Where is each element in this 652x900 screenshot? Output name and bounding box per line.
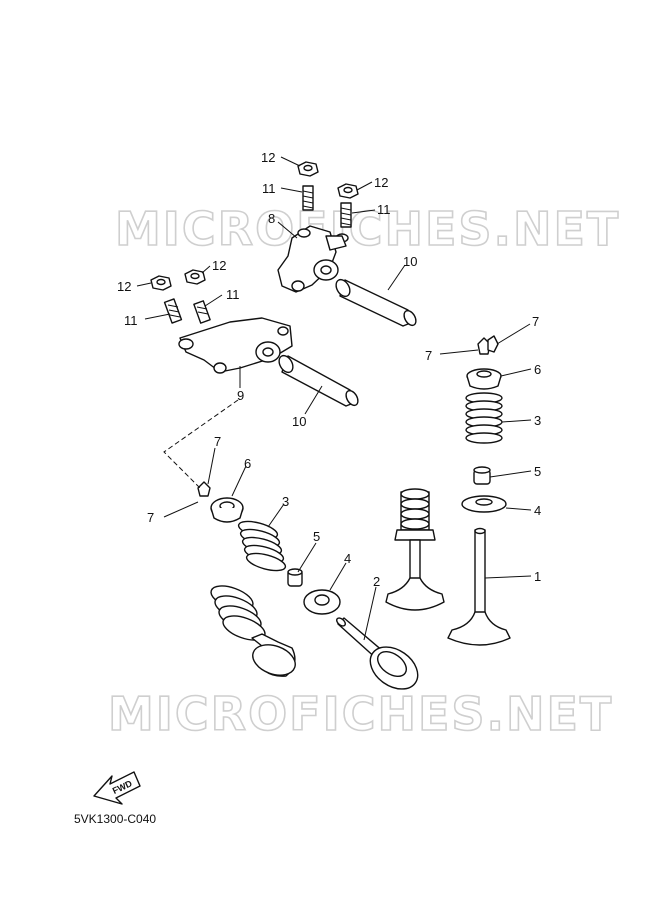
- callout-labels: 12 11 12 11 8 10 12 12 11 11 9 10 7 7 6 …: [117, 150, 541, 589]
- spring-seat-left: [303, 589, 341, 615]
- adjusting-screw-lower-right: [193, 300, 211, 324]
- locknut-lower-right: [184, 269, 206, 285]
- callout-1: 1: [534, 569, 541, 584]
- spring-seat-right: [461, 495, 507, 513]
- valve-spring-right: [465, 392, 503, 444]
- valve-stem-seal-right: [473, 466, 491, 485]
- callout-4: 4: [344, 551, 351, 566]
- valve-cotter-left: [197, 481, 211, 497]
- callout-11: 11: [124, 313, 138, 328]
- callout-12: 12: [117, 279, 131, 294]
- callout-6: 6: [534, 362, 541, 377]
- callout-2: 2: [373, 574, 380, 589]
- valve-spring-retainer-right: [466, 368, 502, 390]
- fwd-arrow-icon: FWD: [93, 771, 141, 805]
- callout-7: 7: [147, 510, 154, 525]
- callout-7: 7: [532, 314, 539, 329]
- rocker-arm-upper: [277, 225, 349, 293]
- rocker-shaft-lower: [278, 354, 359, 407]
- callout-6: 6: [244, 456, 251, 471]
- callout-3: 3: [282, 494, 289, 509]
- valve-spring-left: [237, 520, 287, 572]
- callout-4: 4: [534, 503, 541, 518]
- rocker-arm-lower: [178, 317, 293, 374]
- callout-5: 5: [534, 464, 541, 479]
- valve-2-assembled: [385, 488, 445, 611]
- valve-assembled-left: [210, 585, 296, 677]
- adjusting-screw-upper-left: [302, 185, 314, 211]
- callout-5: 5: [313, 529, 320, 544]
- valve-2: [336, 617, 419, 690]
- valve-1: [447, 527, 511, 646]
- callout-11: 11: [377, 202, 391, 217]
- valve-cotter-right: [477, 335, 499, 355]
- rocker-shaft-upper: [335, 278, 417, 327]
- leader-lines: [136, 156, 532, 641]
- valve-stem-seal-left: [287, 568, 303, 587]
- locknut-upper-left: [297, 161, 319, 177]
- callout-11: 11: [262, 181, 276, 196]
- callout-12: 12: [212, 258, 226, 273]
- callout-10: 10: [403, 254, 417, 269]
- callout-12: 12: [374, 175, 388, 190]
- diagram-code: 5VK1300-C040: [74, 812, 157, 826]
- callout-12: 12: [261, 150, 275, 165]
- watermark-top: MICROFICHES.NET: [115, 202, 620, 256]
- callout-3: 3: [534, 413, 541, 428]
- adjusting-screw-lower-left: [163, 298, 183, 324]
- callout-7: 7: [214, 434, 221, 449]
- locknut-lower-left: [150, 275, 172, 291]
- callout-8: 8: [268, 211, 275, 226]
- watermark-bottom: MICROFICHES.NET: [108, 687, 613, 741]
- adjusting-screw-upper-right: [340, 202, 352, 228]
- callout-7: 7: [425, 348, 432, 363]
- callout-11: 11: [226, 287, 240, 302]
- callout-10: 10: [292, 414, 306, 429]
- valve-spring-retainer-left: [210, 497, 244, 523]
- callout-9: 9: [237, 388, 244, 403]
- locknut-upper-right: [337, 183, 359, 199]
